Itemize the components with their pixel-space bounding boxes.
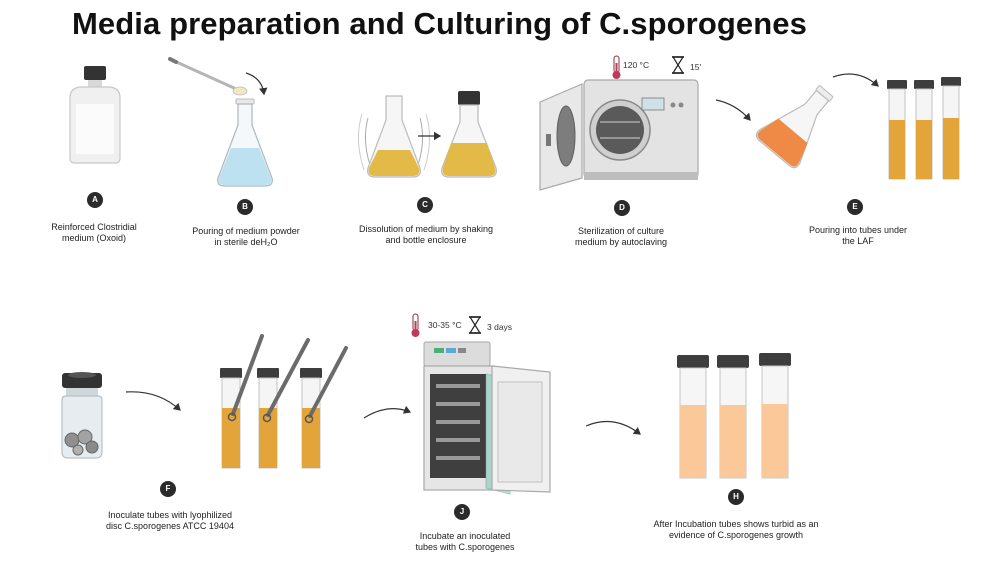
step-caption-h: After Incubation tubes shows turbid as a… bbox=[653, 519, 819, 540]
autoclave bbox=[539, 79, 699, 191]
hourglass-icon bbox=[468, 316, 482, 334]
incubator bbox=[423, 341, 551, 495]
step-caption-j: Incubate an inoculated tubes with C.spor… bbox=[415, 531, 515, 552]
tube-set-f bbox=[220, 368, 322, 469]
step-badge-a: A bbox=[87, 192, 103, 208]
step-caption-b: Pouring of medium powder in sterile deH₂… bbox=[192, 226, 300, 247]
step-caption-d: Sterilization of culture medium by autoc… bbox=[574, 226, 668, 247]
flask-pouring bbox=[755, 85, 834, 169]
step-badge-f: F bbox=[160, 481, 176, 497]
step-caption-c: Dissolution of medium by shaking and bot… bbox=[358, 224, 494, 245]
arrow-icon bbox=[125, 391, 181, 411]
flask-water bbox=[217, 98, 273, 187]
lyophilized-vial bbox=[61, 372, 103, 459]
medium-bottle bbox=[69, 66, 121, 164]
inoculation-loops bbox=[227, 334, 348, 424]
arrow-icon bbox=[715, 99, 751, 121]
step-badge-j: J bbox=[454, 504, 470, 520]
step-caption-a: Reinforced Clostridial medium (Oxoid) bbox=[51, 222, 137, 243]
thermometer-icon bbox=[411, 313, 420, 337]
flask-shaking bbox=[358, 95, 430, 178]
incubation-temp: 30-35 °C bbox=[428, 320, 462, 330]
hourglass-icon bbox=[671, 56, 685, 74]
tube-set-h bbox=[677, 353, 791, 479]
flask-closed bbox=[441, 91, 497, 178]
diagram-title: Media preparation and Culturing of C.spo… bbox=[72, 6, 807, 41]
step-badge-b: B bbox=[237, 199, 253, 215]
step-badge-c: C bbox=[417, 197, 433, 213]
tube-set-e bbox=[887, 77, 961, 180]
spatula bbox=[168, 57, 248, 96]
arrow-icon bbox=[832, 73, 879, 87]
incubation-time: 3 days bbox=[487, 322, 512, 332]
autoclave-temp: 120 °C bbox=[623, 60, 649, 70]
arrow-icon bbox=[363, 405, 412, 419]
arrow-icon bbox=[245, 72, 268, 96]
step-badge-e: E bbox=[847, 199, 863, 215]
thermometer-icon bbox=[612, 55, 621, 79]
step-caption-e: Pouring into tubes under the LAF bbox=[808, 225, 908, 246]
step-caption-f: Inoculate tubes with lyophilized disc C.… bbox=[106, 510, 234, 531]
autoclave-time: 15' bbox=[690, 62, 701, 72]
step-badge-h: H bbox=[728, 489, 744, 505]
arrow-icon bbox=[585, 420, 641, 435]
step-badge-d: D bbox=[614, 200, 630, 216]
